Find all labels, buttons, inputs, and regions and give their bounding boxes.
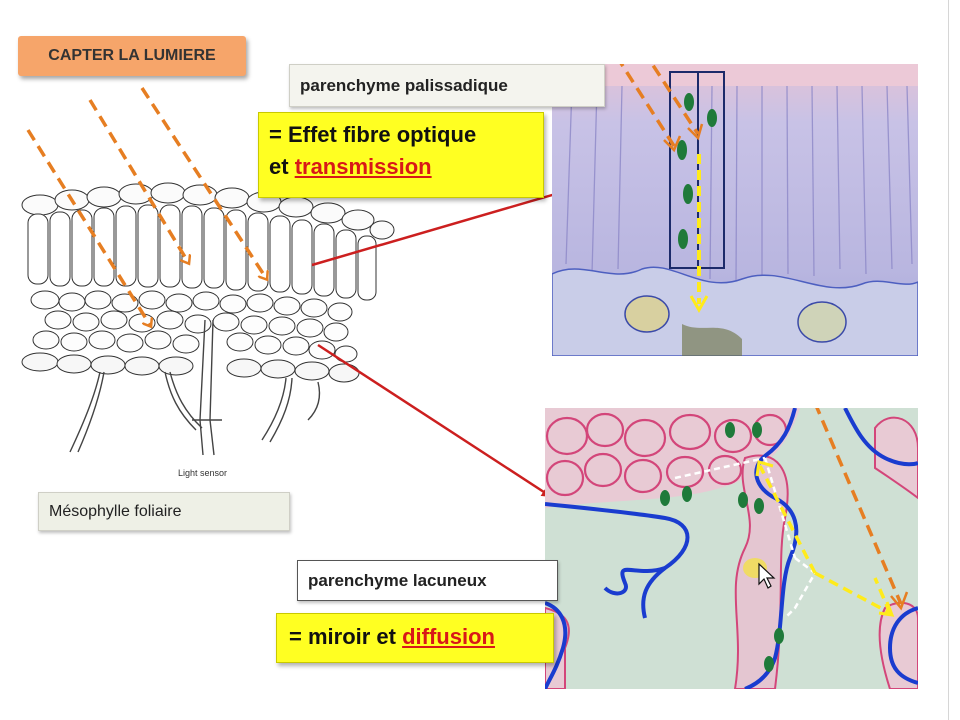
light-ray-arrow-2 (88, 99, 188, 262)
lacuneux-label: parenchyme lacuneux (297, 560, 558, 601)
palisade-effect-emphasis: transmission (294, 154, 432, 179)
light-ray-arrow-1 (26, 129, 150, 325)
palisade-effect-box: = Effet fibre optique et transmission (258, 112, 544, 198)
lacuneux-light-ray (815, 408, 903, 605)
palisade-light-ray-1 (619, 64, 676, 147)
mouse-pointer-icon (758, 562, 776, 589)
spongy-boundary-2 (744, 408, 799, 689)
lacuneux-effect-emphasis: diffusion (402, 624, 495, 649)
spongy-boundary-1 (545, 502, 690, 619)
slide-edge-divider (948, 0, 949, 720)
palisade-light-ray-2 (650, 64, 700, 135)
reflected-ray-yellow-1 (758, 465, 817, 574)
sensor-caption: Light sensor (178, 468, 227, 478)
mesophyll-label: Mésophylle foliaire (38, 492, 290, 531)
slide-title: CAPTER LA LUMIERE (18, 36, 246, 76)
reflected-ray-yellow-2 (814, 571, 891, 615)
palisade-micrograph (552, 64, 918, 356)
pointer-arrow-lacuneux (317, 343, 552, 498)
lacuneux-effect-box: = miroir et diffusion (276, 613, 554, 663)
palisade-effect-line1: = Effet fibre optique (269, 122, 477, 147)
lacuneux-effect-prefix: = miroir et (289, 624, 403, 649)
scattered-ray-white-1 (674, 456, 766, 480)
palisade-effect-line2-prefix: et (269, 154, 295, 179)
lacuneux-micrograph (545, 408, 918, 689)
palisade-label: parenchyme palissadique (289, 64, 605, 107)
